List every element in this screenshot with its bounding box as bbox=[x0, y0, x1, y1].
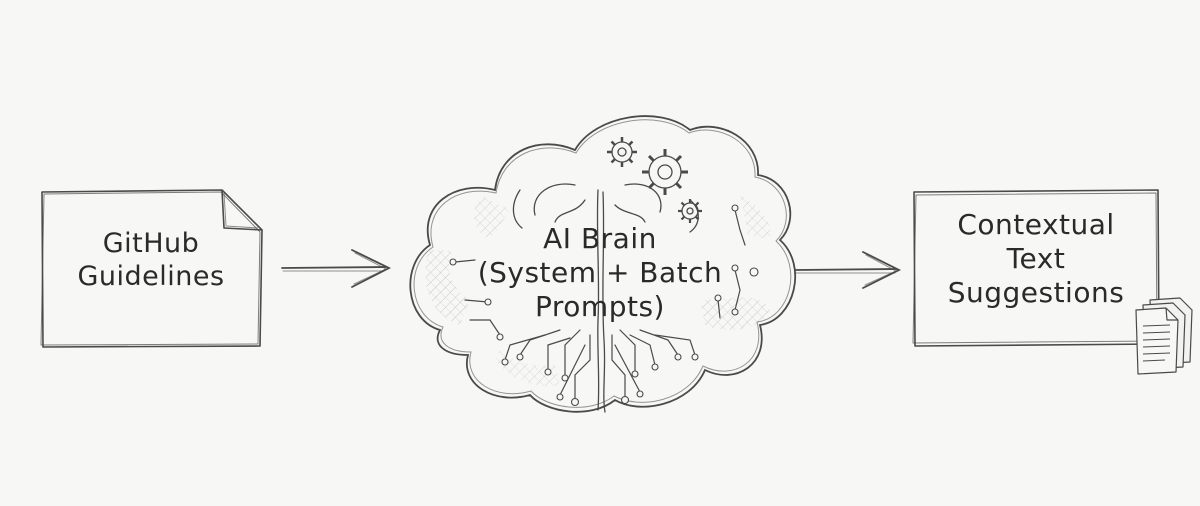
node-label-line: Guidelines bbox=[46, 261, 256, 294]
arrow-brain-to-output bbox=[795, 252, 899, 288]
node-label-line: Suggestions bbox=[918, 276, 1154, 310]
node-label-line: AI Brain bbox=[445, 222, 755, 256]
node-label-line: Prompts) bbox=[445, 290, 755, 324]
node-label-contextual-text-suggestions: Contextual Text Suggestions bbox=[918, 208, 1154, 310]
node-label-line: GitHub bbox=[46, 228, 256, 261]
node-label-ai-brain: AI Brain (System + Batch Prompts) bbox=[445, 222, 755, 324]
node-label-github-guidelines: GitHub Guidelines bbox=[46, 228, 256, 294]
node-label-line: Contextual bbox=[918, 208, 1154, 242]
node-label-line: Text bbox=[918, 242, 1154, 276]
arrow-source-to-brain bbox=[282, 250, 389, 287]
node-label-line: (System + Batch bbox=[445, 256, 755, 290]
